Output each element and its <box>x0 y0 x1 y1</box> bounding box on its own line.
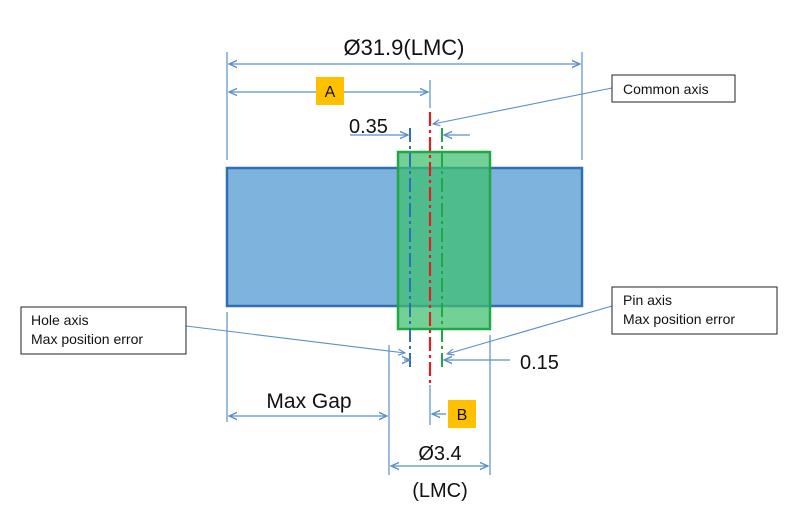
outer-diameter-label: Ø31.9(LMC) <box>343 35 464 60</box>
pin-diameter-label: Ø3.4 <box>418 443 461 465</box>
hole-axis-sublabel: Max position error <box>31 331 143 347</box>
marker-b-box <box>448 400 476 428</box>
pin-body <box>396 150 492 331</box>
common-axis-leader <box>433 87 613 124</box>
pin-axis-sublabel: Max position error <box>623 311 735 327</box>
marker-a-box <box>316 77 344 105</box>
offset-035-label: 0.35 <box>349 116 388 138</box>
hole-axis-callout-box <box>20 306 187 355</box>
pin-axis-label: Pin axis <box>623 292 672 308</box>
pin-axis-callout-box <box>611 286 778 335</box>
extension-lines <box>226 52 583 475</box>
hole-axis-label: Hole axis <box>31 312 89 328</box>
marker-a-label: A <box>325 84 336 101</box>
offset-015-label: 0.15 <box>520 352 559 374</box>
common-axis-label: Common axis <box>623 81 709 97</box>
hole-axis-leader <box>185 325 405 353</box>
marker-b-label: B <box>457 407 468 424</box>
pin-axis-leader <box>447 305 613 354</box>
common-axis-callout-box <box>611 74 736 103</box>
max-gap-label: Max Gap <box>266 390 351 413</box>
pin-lmc-label: (LMC) <box>412 480 468 502</box>
